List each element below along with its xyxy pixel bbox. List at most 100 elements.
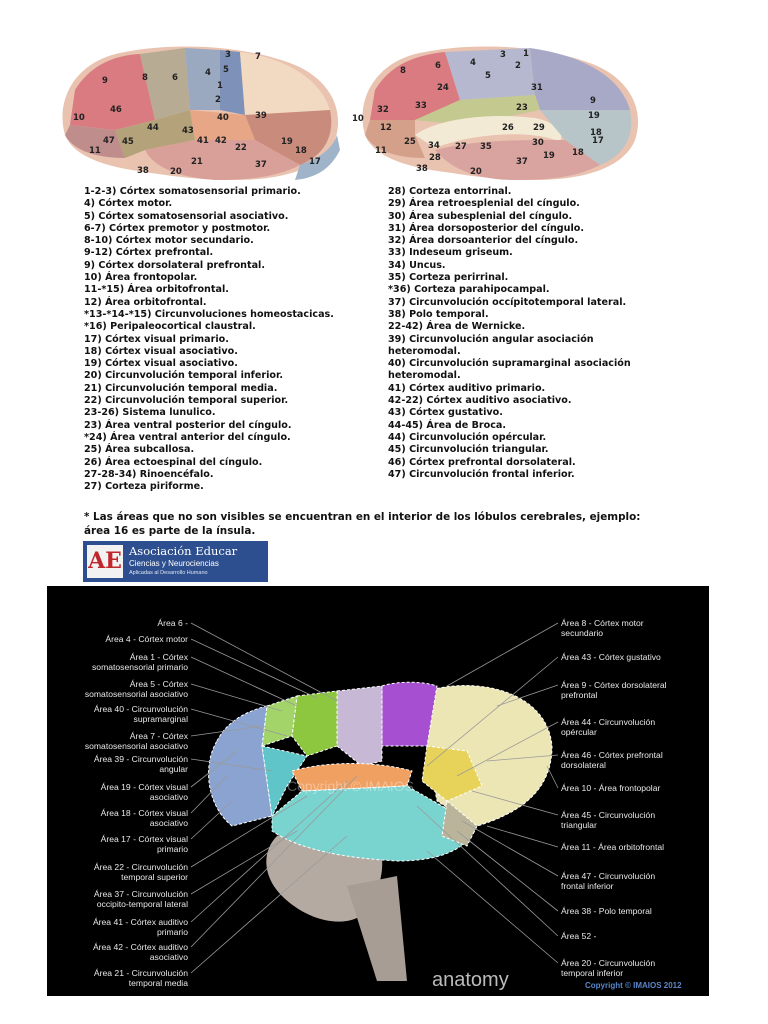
region-number: 37 bbox=[255, 160, 267, 170]
area-label-line: Área 41 - Córtex auditivo bbox=[92, 917, 188, 927]
area-label-line: asociativo bbox=[149, 792, 188, 802]
area-label-line: Área 1 - Córtex bbox=[129, 652, 188, 662]
region-number: 34 bbox=[428, 141, 440, 151]
region-number: 23 bbox=[516, 103, 528, 113]
area-label-line: temporal media bbox=[128, 978, 188, 988]
legend-item: 26) Área ectoespinal del cíngulo. bbox=[84, 456, 263, 468]
area-label-line: asociativo bbox=[149, 818, 188, 828]
region-number: 7 bbox=[255, 52, 261, 62]
area-label-line: primario bbox=[156, 844, 188, 854]
region-number: 30 bbox=[532, 138, 544, 148]
legend-item: 42-22) Córtex auditivo asociativo. bbox=[388, 395, 572, 407]
area-label-line: Área 47 - Circunvolución bbox=[561, 871, 656, 881]
legend-left-column: 1-2-3) Córtex somatosensorial primario.4… bbox=[84, 186, 384, 493]
area-label: Área 4 - Córtex motor bbox=[105, 634, 188, 644]
region-number: 39 bbox=[255, 111, 267, 121]
area-label-line: Área 22 - Circunvolución bbox=[93, 862, 188, 872]
region-number: 21 bbox=[191, 157, 203, 167]
region-number: 5 bbox=[223, 65, 229, 75]
leader-line bbox=[416, 805, 559, 937]
area-label-line: Área 43 - Córtex gustativo bbox=[561, 652, 661, 662]
imaios-copyright: Copyright © IMAIOS 2012 bbox=[585, 981, 682, 990]
legend-item: 27-28-34) Rinoencéfalo. bbox=[84, 468, 214, 480]
area-label-line: supramarginal bbox=[133, 714, 188, 724]
legend-right-column: 28) Corteza entorrinal.29) Área retroesp… bbox=[388, 186, 648, 481]
area-label-line: Área 42 - Córtex auditivo bbox=[92, 942, 188, 952]
medial-brain-map bbox=[362, 46, 639, 181]
region-number: 9 bbox=[590, 96, 596, 106]
area-label-line: somatosensorial primario bbox=[92, 662, 188, 672]
leader-line bbox=[190, 638, 318, 699]
area-label: Área 10 - Área frontopolar bbox=[561, 783, 660, 793]
legend-item: 4) Córtex motor. bbox=[84, 198, 173, 210]
leader-line bbox=[190, 725, 263, 737]
region-number: 10 bbox=[73, 113, 85, 123]
legend-item: 31) Área dorsoposterior del cíngulo. bbox=[388, 222, 585, 234]
area-label-line: Área 40 - Circunvolución bbox=[93, 704, 188, 714]
region-number: 19 bbox=[281, 137, 293, 147]
legend-item: *13-*14-*15) Circunvoluciones homeostaci… bbox=[84, 308, 334, 320]
leader-line bbox=[190, 800, 233, 840]
leader-line bbox=[190, 656, 298, 707]
leader-line bbox=[190, 780, 348, 923]
area-label-line: Área 45 - Circunvolución bbox=[561, 810, 656, 820]
region-number: 32 bbox=[377, 105, 389, 115]
region-number: 3 bbox=[500, 50, 506, 60]
legend-item: 19) Córtex visual asociativo. bbox=[84, 358, 238, 370]
leader-line bbox=[486, 825, 559, 848]
area-label-line: Área 37 - Circunvolución bbox=[93, 889, 188, 899]
area-label-line: somatosensorial asociativo bbox=[84, 741, 188, 751]
imaios-watermark: Copyright © IMAIOS bbox=[287, 778, 414, 794]
legend-item: *24) Área ventral anterior del cíngulo. bbox=[84, 431, 291, 443]
region-number: 35 bbox=[480, 142, 492, 152]
area-label: Área 38 - Polo temporal bbox=[561, 906, 652, 916]
logo-subtitle: Ciencias y Neurociencias bbox=[129, 559, 219, 568]
area-label-line: Área 38 - Polo temporal bbox=[561, 906, 652, 916]
region-number: 38 bbox=[416, 164, 428, 174]
area-label-line: temporal inferior bbox=[561, 968, 624, 978]
legend-item: *36) Corteza parahipocampal. bbox=[388, 284, 550, 296]
region-number: 47 bbox=[103, 136, 115, 146]
region-number: 38 bbox=[137, 166, 149, 176]
area-label-line: Área 5 - Córtex bbox=[129, 679, 188, 689]
leader-line bbox=[546, 765, 559, 789]
area-label-line: angular bbox=[159, 764, 188, 774]
region-number: 6 bbox=[435, 61, 441, 71]
lateral-brain-illustration: Copyright © IMAIOS anatomy Copyright © I… bbox=[190, 622, 682, 991]
legend-item: 29) Área retroesplenial del cíngulo. bbox=[388, 198, 580, 210]
region-number: 11 bbox=[89, 146, 101, 156]
area-label-line: frontal inferior bbox=[561, 881, 614, 891]
leader-line bbox=[446, 622, 559, 687]
area-label-line: somatosensorial asociativo bbox=[84, 689, 188, 699]
leader-line bbox=[426, 656, 559, 767]
region-number: 18 bbox=[572, 148, 584, 158]
region-number: 19 bbox=[543, 151, 555, 161]
area-label-line: dorsolateral bbox=[561, 760, 606, 770]
region-number: 1 bbox=[217, 81, 223, 91]
area-label: Área 11 - Área orbitofrontal bbox=[561, 842, 664, 852]
leader-line bbox=[190, 750, 238, 788]
legend-item: 39) Circunvolución angular asociación bbox=[388, 333, 594, 345]
area-label-line: asociativo bbox=[149, 952, 188, 962]
region-number: 12 bbox=[380, 123, 392, 133]
area-label-line: Área 18 - Córtex visual bbox=[100, 808, 188, 818]
region-number: 31 bbox=[531, 83, 543, 93]
legend-item: 25) Área subcallosa. bbox=[84, 444, 195, 456]
area-label-line: Área 11 - Área orbitofrontal bbox=[561, 842, 665, 852]
area-label-line: primario bbox=[156, 927, 188, 937]
region-number: 1 bbox=[523, 49, 529, 59]
region-number: 26 bbox=[502, 123, 514, 133]
legend-item: 11-*15) Área orbitofrontal. bbox=[84, 284, 229, 296]
leader-line bbox=[190, 758, 273, 772]
